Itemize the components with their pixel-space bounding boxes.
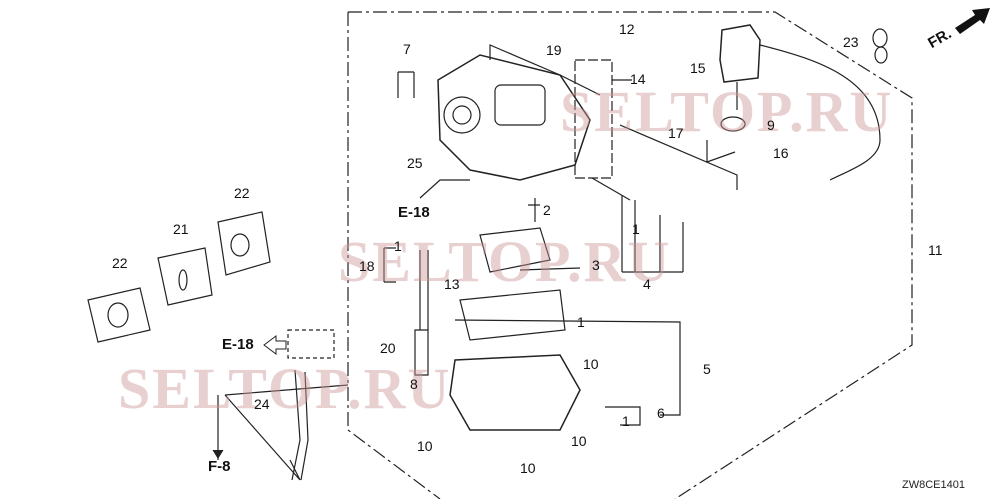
f8-arrow-icon: [212, 440, 224, 459]
callout-21: 21: [173, 221, 189, 237]
ref-f8: F-8: [208, 458, 231, 475]
callout-4: 4: [643, 276, 651, 292]
callout-14: 14: [630, 71, 646, 87]
callout-17: 17: [668, 125, 684, 141]
callout-22: 22: [112, 255, 128, 271]
watermark: SELTOP.RU: [560, 79, 894, 144]
callout-1: 1: [394, 238, 402, 254]
callout-18: 18: [359, 258, 375, 274]
callout-12: 12: [619, 21, 635, 37]
gasket: [459, 289, 566, 341]
callout-13: 13: [444, 276, 460, 292]
callout-19: 19: [546, 42, 562, 58]
solenoid: [719, 24, 761, 83]
e18-arrow-icon: [263, 335, 287, 355]
plate-22-bottom: [87, 287, 151, 343]
callout-23: 23: [843, 34, 859, 50]
callout-6: 6: [657, 405, 665, 421]
callout-7: 7: [403, 41, 411, 57]
plate-21: [157, 247, 213, 306]
assembly-boundary: [348, 11, 913, 499]
float: [479, 227, 551, 273]
drawing-code: ZW8CE1401: [902, 479, 965, 491]
callout-11: 11: [928, 242, 943, 258]
callout-1: 1: [577, 314, 585, 330]
callout-24: 24: [254, 396, 270, 412]
callout-10: 10: [571, 433, 587, 449]
callout-2: 2: [543, 202, 551, 218]
watermark: SELTOP.RU: [338, 229, 672, 294]
ref-e18-top: E-18: [398, 204, 430, 221]
callout-1: 1: [632, 221, 640, 237]
callout-10: 10: [520, 460, 536, 476]
callout-16: 16: [773, 145, 789, 161]
callout-22: 22: [234, 185, 250, 201]
callout-25: 25: [407, 155, 423, 171]
callout-15: 15: [690, 60, 706, 76]
ref-e18-left: E-18: [222, 336, 254, 353]
callout-20: 20: [380, 340, 396, 356]
carburetor-bowl: [449, 354, 581, 431]
callout-10: 10: [417, 438, 433, 454]
callout-8: 8: [410, 376, 418, 392]
callout-3: 3: [592, 257, 600, 273]
callout-1: 1: [622, 413, 630, 429]
front-direction-arrow: [955, 8, 990, 34]
watermark: SELTOP.RU: [118, 356, 452, 421]
callout-10: 10: [583, 356, 599, 372]
plate-22-top: [217, 211, 271, 276]
callout-5: 5: [703, 361, 711, 377]
callout-9: 9: [767, 117, 775, 133]
